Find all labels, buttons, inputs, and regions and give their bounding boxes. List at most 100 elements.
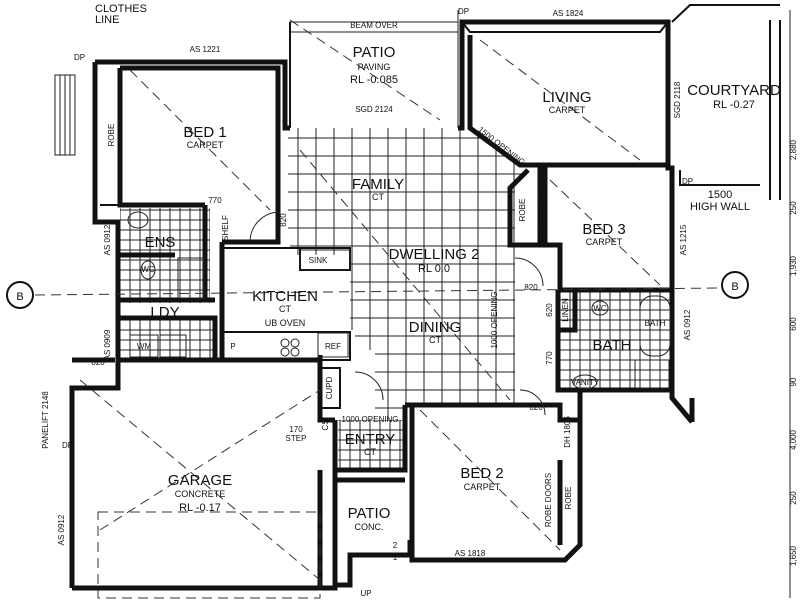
right-dimension-value: 250 xyxy=(789,201,798,215)
ens-wc xyxy=(140,260,156,280)
pantry-label: P xyxy=(230,342,235,351)
fixtures xyxy=(127,211,671,390)
high-wall-dim: 1500 xyxy=(708,189,732,201)
step-riser-1: 1 xyxy=(393,553,398,562)
ens-shower xyxy=(177,257,205,299)
up-label: UP xyxy=(360,589,371,598)
living-floor: CARPET xyxy=(549,105,586,115)
robe-label-bed3: ROBE xyxy=(518,199,527,222)
right-dimension-value: 2,880 xyxy=(789,139,798,160)
as0912-label-garage: AS 0912 xyxy=(57,514,66,545)
step-label: STEP xyxy=(286,434,307,443)
family-floor: CT xyxy=(372,192,384,202)
kitchen-floor: CT xyxy=(279,304,291,314)
cupd-label: CUPD xyxy=(325,376,334,399)
sgd2118-label: SGD 2118 xyxy=(673,81,682,118)
door-swings xyxy=(249,211,546,416)
opening-1000-horizontal: 1000 OPENING xyxy=(342,415,399,424)
as1818-label: AS 1818 xyxy=(455,549,486,558)
family-name: FAMILY xyxy=(352,176,404,193)
kitchen-name: KITCHEN xyxy=(252,288,318,305)
patio-bottom-name: PATIO xyxy=(348,505,391,522)
ens-name: ENS xyxy=(145,234,176,251)
garage-parking-outline xyxy=(97,511,321,599)
dim-620-linen: 620 xyxy=(545,303,554,317)
patio-top-name: PATIO xyxy=(353,44,396,61)
courtyard-level: RL -0.27 xyxy=(713,99,755,111)
bath-vanity xyxy=(572,374,598,390)
entry-name: ENTRY xyxy=(345,431,396,448)
panelift-label: PANELIFT 2148 xyxy=(41,391,50,449)
shelf-label: SHELF xyxy=(221,215,230,241)
as0912-label-bath: AS 0912 xyxy=(683,309,692,340)
garage-level: RL -0.17 xyxy=(179,502,221,514)
dwelling-level: RL 0.0 xyxy=(418,263,450,275)
dp-label-4: DP xyxy=(62,441,73,450)
bath-name: BATH xyxy=(593,337,632,354)
bed3-name: BED 3 xyxy=(582,221,625,238)
bath-shower xyxy=(634,359,670,389)
step-riser-2: 2 xyxy=(393,541,398,550)
robe-label-bed2: ROBE xyxy=(564,487,573,510)
dp-label-2: DP xyxy=(458,7,469,16)
ldy-name: LDY xyxy=(150,304,179,321)
wm-label: WM xyxy=(137,342,152,351)
dim-820-laundry: 820 xyxy=(91,358,105,367)
right-dimension-value: 250 xyxy=(789,491,798,505)
courtyard-name: COURTYARD xyxy=(687,82,781,99)
section-b-right: B xyxy=(731,281,738,293)
dp-label-3: DP xyxy=(682,177,693,186)
living-name: LIVING xyxy=(542,89,591,106)
bath-wc xyxy=(591,300,609,316)
vanity-label: VANITY xyxy=(571,378,600,387)
as0909-label: AS 0909 xyxy=(103,329,112,360)
patio-top-outline xyxy=(289,10,459,128)
high-wall-label: HIGH WALL xyxy=(690,201,750,213)
section-marker-left xyxy=(6,281,34,309)
as0912-label-ens: AS 0912 xyxy=(103,224,112,255)
laundry-tub xyxy=(159,334,187,358)
wc-label-ens: WC xyxy=(141,265,155,274)
opening-1000-vertical: 1000 OPENING xyxy=(490,292,499,349)
dim-820-bed1: 820 xyxy=(279,213,288,227)
step-dim: 170 xyxy=(289,425,303,434)
robe-doors-bed2: ROBE DOORS xyxy=(544,473,553,527)
interior-walls xyxy=(72,35,672,588)
as1221-label: AS 1221 xyxy=(190,45,221,54)
bed2-name: BED 2 xyxy=(460,465,503,482)
cs-label: CS xyxy=(321,419,330,430)
bed1-name: BED 1 xyxy=(183,124,226,141)
sgd2124-label: SGD 2124 xyxy=(355,105,393,114)
dim-820-bed3: 820 xyxy=(524,283,538,292)
dwelling-name: DWELLING 2 xyxy=(389,246,480,263)
dim-770-ens: 770 xyxy=(208,196,222,205)
fridge xyxy=(317,332,349,358)
dining-floor: CT xyxy=(429,335,441,345)
wc-label-bath: WC xyxy=(593,304,607,313)
section-b-left: B xyxy=(16,291,23,303)
linen-label: LINEN xyxy=(561,298,570,322)
patio-top-level: RL -0.085 xyxy=(350,74,398,86)
dim-770-bath: 770 xyxy=(545,351,554,365)
bed3-floor: CARPET xyxy=(586,237,623,247)
as1215-label: AS 1215 xyxy=(679,224,688,255)
robe-doors-bed3: ROBE DOORS xyxy=(538,188,547,242)
entry-floor: CT xyxy=(364,447,376,457)
right-dimension-value: 600 xyxy=(789,317,798,331)
garage-floor: CONCRETE xyxy=(175,489,226,499)
dim-820-bed2: 820 xyxy=(529,403,543,412)
patio-top-surface: PAVING xyxy=(358,62,391,72)
beam-over-label: BEAM OVER xyxy=(350,21,398,30)
washing-machine xyxy=(129,334,159,358)
opening-1500-label: 1500 OPENING xyxy=(476,125,526,167)
room-labels: PATIO PAVING RL -0.085 LIVING CARPET COU… xyxy=(145,44,781,532)
ref-label: REF xyxy=(325,342,341,351)
robe-label-bed1: ROBE xyxy=(107,124,116,147)
section-line-b xyxy=(6,271,749,309)
garage-name: GARAGE xyxy=(168,472,232,489)
courtyard-outline xyxy=(671,4,781,200)
right-dimension-value: 1,930 xyxy=(789,255,798,276)
clothes-line-label: CLOTHES xyxy=(95,3,147,15)
